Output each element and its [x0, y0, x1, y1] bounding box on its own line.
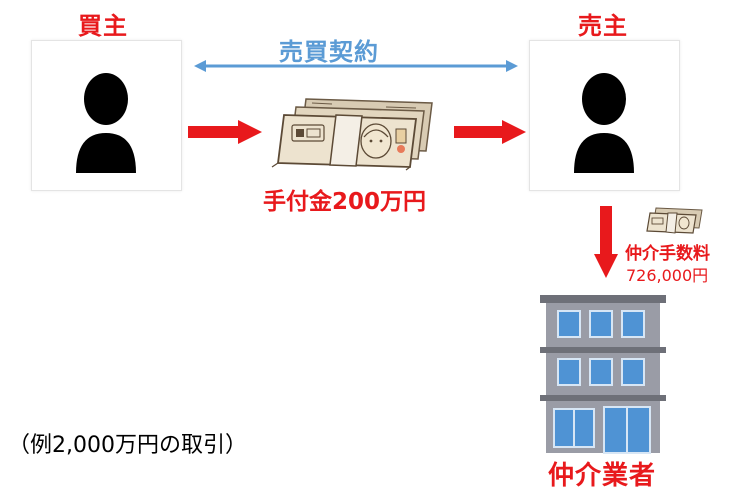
person-icon [574, 73, 634, 173]
money-stack-icon [271, 98, 433, 171]
broker-label: 仲介業者 [548, 461, 657, 491]
broker-building-icon [540, 295, 666, 454]
buyer-box [31, 40, 182, 191]
person-icon [76, 73, 136, 173]
contract-double-arrow [194, 60, 518, 72]
commission-amount: 726,000円 [626, 266, 709, 285]
money-stack-small-icon [646, 207, 703, 234]
seller-box [529, 40, 680, 191]
buyer-label: 買主 [78, 12, 128, 40]
payment-arrow-right [454, 120, 526, 144]
commission-arrow-down [594, 206, 618, 278]
seller-label: 売主 [578, 12, 628, 40]
payment-arrow-left [188, 120, 262, 144]
example-note: （例2,000万円の取引） [8, 433, 247, 458]
contract-label: 売買契約 [279, 38, 379, 66]
commission-label: 仲介手数料 [625, 244, 710, 264]
deposit-label: 手付金200万円 [263, 189, 427, 215]
